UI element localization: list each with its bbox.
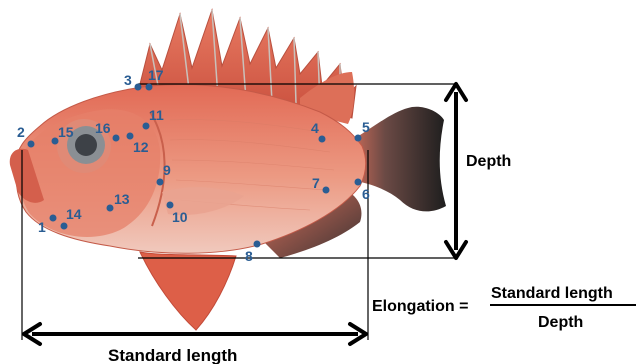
svg-text:1: 1 xyxy=(38,219,46,235)
elongation-lhs: Elongation = xyxy=(372,298,468,315)
depth-arrow xyxy=(446,84,466,258)
svg-text:5: 5 xyxy=(362,119,370,135)
elongation-formula: Elongation = Standard length Depth xyxy=(372,285,636,331)
svg-text:12: 12 xyxy=(133,139,149,155)
svg-text:14: 14 xyxy=(66,206,82,222)
svg-text:15: 15 xyxy=(58,124,74,140)
svg-text:4: 4 xyxy=(311,120,319,136)
svg-text:9: 9 xyxy=(163,162,171,178)
svg-text:3: 3 xyxy=(124,72,132,88)
svg-text:2: 2 xyxy=(17,124,25,140)
landmark-3: 3 xyxy=(124,72,142,91)
elongation-denominator: Depth xyxy=(538,314,583,331)
svg-text:10: 10 xyxy=(172,209,188,225)
pelvic-fin xyxy=(140,252,236,330)
svg-text:17: 17 xyxy=(148,67,164,83)
svg-text:7: 7 xyxy=(312,175,320,191)
svg-text:16: 16 xyxy=(95,120,111,136)
svg-text:11: 11 xyxy=(149,107,164,123)
svg-text:13: 13 xyxy=(114,191,130,207)
svg-text:8: 8 xyxy=(245,248,253,264)
elongation-numerator: Standard length xyxy=(491,285,613,302)
fish-illustration xyxy=(10,10,446,330)
depth-label: Depth xyxy=(466,153,511,170)
svg-text:6: 6 xyxy=(362,186,370,202)
standard-length-label: Standard length xyxy=(108,346,237,364)
